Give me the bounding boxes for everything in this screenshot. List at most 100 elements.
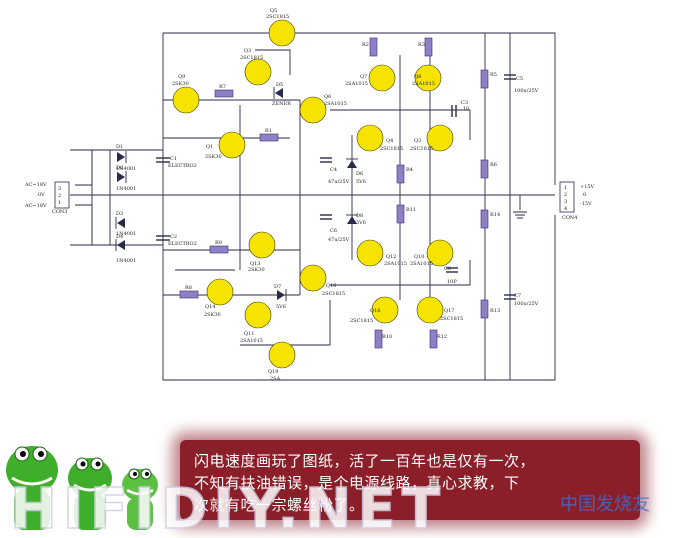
svg-text:ZENER: ZENER: [272, 101, 291, 107]
resistor-r3: R3: [418, 37, 433, 57]
resistor-r7: R7: [214, 84, 234, 98]
diode-d2: 1N4001 D2: [116, 165, 136, 192]
svg-text:2SA1015: 2SA1015: [345, 81, 368, 87]
svg-text:R14: R14: [490, 212, 500, 218]
resistor-r14: R14: [480, 209, 500, 229]
svg-text:C3: C3: [461, 100, 468, 106]
svg-text:D8: D8: [356, 213, 363, 219]
resistor-r13: R13: [480, 299, 500, 319]
resistor-r4: R4: [396, 164, 413, 184]
svg-text:47u/25V: 47u/25V: [328, 237, 350, 243]
con3-label: CON3: [52, 209, 67, 215]
svg-text:R6: R6: [490, 162, 497, 168]
out-p15-label: +15V: [580, 184, 595, 190]
resistor-r11: R11: [396, 204, 416, 224]
svg-text:Q8: Q8: [414, 74, 421, 80]
resistor-r12: R12: [429, 329, 447, 349]
svg-text:100u/25V: 100u/25V: [514, 301, 539, 307]
caption-box: 闪电速度画玩了图纸，活了一百年也是仅有一次， 不知有扶油错误，是个电源线路，真心…: [180, 440, 640, 520]
svg-text:2SC1815: 2SC1815: [322, 291, 345, 297]
green-crocodile-mascot-icon: [6, 446, 58, 530]
svg-text:100u/25V: 100u/25V: [514, 88, 539, 94]
svg-text:Q17: Q17: [444, 308, 454, 314]
svg-text:2SC1815: 2SC1815: [410, 146, 433, 152]
svg-text:1: 1: [564, 185, 567, 191]
svg-text:R8: R8: [185, 285, 192, 291]
svg-text:2SA1015: 2SA1015: [324, 101, 347, 107]
svg-text:3: 3: [564, 199, 567, 205]
svg-text:Q4: Q4: [386, 138, 393, 144]
svg-text:C5: C5: [516, 76, 523, 82]
svg-text:2SC1815: 2SC1815: [266, 14, 289, 20]
resistor-r8: R8: [179, 285, 199, 299]
watermark: HIFIDIY.NET 中国发烧友: [9, 476, 650, 538]
svg-text:1: 1: [58, 200, 61, 206]
svg-text:C2: C2: [170, 234, 177, 240]
svg-text:D5: D5: [276, 82, 283, 88]
transistor-q3b: Q3 2SC1815: [410, 124, 454, 152]
svg-text:2SK30: 2SK30: [204, 312, 221, 318]
connector-right: [559, 181, 575, 213]
svg-text:2SK30: 2SK30: [248, 267, 265, 273]
caption-line-3: 次就有吃一宗螺丝粉了。: [194, 496, 365, 514]
svg-text:5V6: 5V6: [276, 304, 286, 310]
svg-text:Q9: Q9: [178, 74, 185, 80]
svg-text:2SA1015: 2SA1015: [240, 338, 263, 344]
caption-line-1: 闪电速度画玩了图纸，活了一百年也是仅有一次，: [194, 452, 536, 470]
svg-text:Q6: Q6: [324, 94, 331, 100]
svg-text:2: 2: [58, 193, 61, 199]
svg-text:R7: R7: [219, 84, 226, 90]
ac-top-label: AC~18V: [24, 182, 47, 188]
svg-text:C4: C4: [330, 167, 337, 173]
svg-text:C1: C1: [170, 156, 177, 162]
diode-d4: D4 1N4001: [115, 234, 136, 264]
capacitor-c7: C7 100u/25V: [504, 293, 539, 307]
resistor-r1: R1: [259, 128, 279, 142]
svg-text:Q3: Q3: [414, 138, 421, 144]
svg-text:ELECTRO2: ELECTRO2: [168, 163, 197, 169]
svg-text:C8: C8: [444, 266, 451, 272]
svg-text:D7: D7: [274, 284, 281, 290]
capacitor-c4: C4 47u/25V: [320, 157, 350, 185]
svg-text:10: 10: [463, 106, 469, 112]
ac-mid-label: 0V: [38, 192, 45, 198]
svg-text:R4: R4: [406, 167, 413, 173]
diode-d3: D3 1N4001: [115, 211, 136, 237]
svg-text:2SK30: 2SK30: [205, 154, 222, 160]
capacitor-c5: C5 100u/25V: [504, 74, 539, 94]
green-crocodile-mascot-icon-3: [122, 468, 158, 530]
svg-text:R1: R1: [265, 128, 272, 134]
svg-text:D1: D1: [116, 144, 123, 150]
svg-text:1N4001: 1N4001: [116, 258, 136, 264]
svg-text:D4: D4: [116, 234, 123, 240]
svg-text:Q11: Q11: [244, 331, 254, 337]
svg-text:C7: C7: [514, 293, 521, 299]
svg-text:R2: R2: [362, 42, 369, 48]
svg-text:R11: R11: [406, 207, 416, 213]
svg-text:1N4001: 1N4001: [116, 231, 136, 237]
svg-text:Q3: Q3: [244, 48, 251, 54]
svg-text:5V6: 5V6: [356, 179, 366, 185]
svg-text:47u/25V: 47u/25V: [328, 179, 350, 185]
svg-text:Q7: Q7: [360, 74, 367, 80]
svg-text:5V6: 5V6: [356, 220, 366, 226]
svg-text:D3: D3: [116, 211, 123, 217]
svg-text:Q13: Q13: [250, 261, 260, 267]
svg-text:R10: R10: [382, 334, 392, 340]
